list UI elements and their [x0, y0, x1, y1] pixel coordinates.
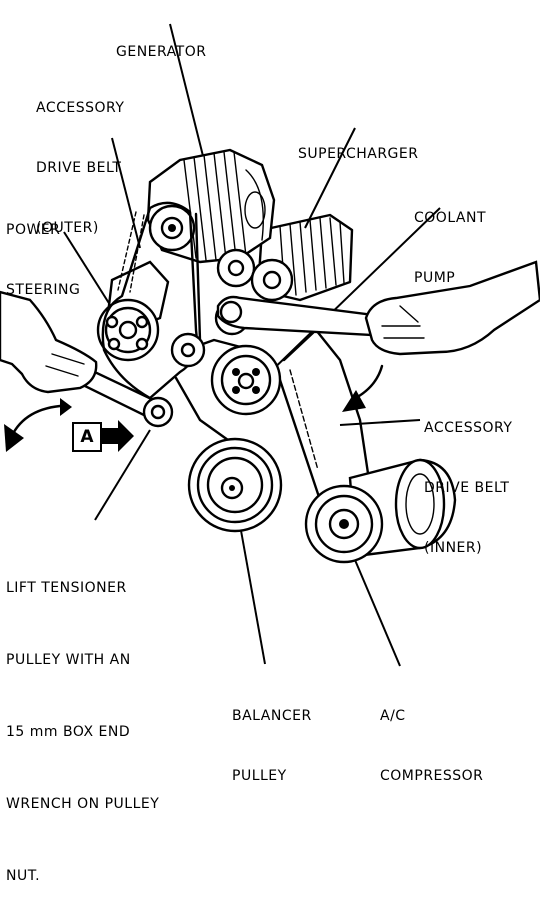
generator-unit	[146, 148, 276, 264]
label-balancer-line-1: BALANCER	[232, 708, 312, 724]
label-power-steering-line-2: STEERING	[6, 282, 81, 298]
label-balancer-line-2: PULLEY	[232, 768, 287, 784]
curved-arrow-left-icon	[4, 424, 24, 452]
label-tensioner-line-5: NUT.	[6, 868, 41, 884]
label-supercharger: SUPERCHARGER	[298, 104, 418, 184]
label-outer-line-2: DRIVE BELT	[36, 160, 122, 176]
label-accessory-drive-belt-outer: ACCESSORY DRIVE BELT (OUTER)	[36, 58, 124, 258]
curved-arrow-right-icon	[342, 390, 366, 412]
label-generator-line: GENERATOR	[116, 44, 207, 60]
label-ac-line-2: COMPRESSOR	[380, 768, 484, 784]
label-inner-line-1: ACCESSORY	[424, 420, 513, 436]
leader-balancer	[239, 524, 266, 665]
label-ac-line-1: A/C	[380, 708, 406, 724]
label-generator: GENERATOR	[116, 2, 206, 82]
coolant-pump-pulley	[210, 344, 282, 416]
leader-generator	[169, 23, 207, 169]
label-power-steering-line-1: POWER	[6, 222, 61, 238]
label-coolant-pump-line-1: COOLANT	[414, 210, 487, 226]
leader-outer-belt	[111, 137, 141, 249]
right-hand-wrench	[216, 260, 540, 356]
label-accessory-drive-belt-inner: ACCESSORY DRIVE BELT (INNER)	[424, 378, 512, 578]
power-steering-pump	[96, 260, 170, 362]
leader-lines	[63, 23, 441, 667]
leader-supercharger	[304, 127, 356, 229]
label-inner-line-3: (INNER)	[424, 540, 483, 556]
label-lift-tensioner: LIFT TENSIONER PULLEY WITH AN 15 mm BOX …	[6, 528, 159, 912]
ac-compressor	[304, 458, 457, 564]
label-tensioner-line-1: LIFT TENSIONER	[6, 580, 127, 596]
leader-ac-compressor	[354, 559, 401, 667]
label-coolant-pump-line-2: PUMP	[414, 270, 456, 286]
balancer-pulley	[187, 437, 283, 533]
label-supercharger-line: SUPERCHARGER	[298, 146, 419, 162]
label-balancer-pulley: BALANCER PULLEY	[232, 666, 312, 806]
leader-power-steering	[63, 231, 113, 309]
view-marker-a: A	[72, 422, 102, 452]
label-outer-line-1: ACCESSORY	[36, 100, 125, 116]
label-outer-line-3: (OUTER)	[36, 220, 99, 236]
tensioner-pulley	[170, 332, 206, 368]
label-tensioner-line-2: PULLEY WITH AN	[6, 652, 131, 668]
label-inner-line-2: DRIVE BELT	[424, 480, 510, 496]
label-power-steering: POWER STEERING	[6, 180, 80, 320]
label-coolant-pump: COOLANT PUMP	[414, 168, 486, 308]
view-direction-arrow-icon	[100, 420, 134, 452]
leader-inner-belt	[339, 419, 421, 426]
left-hand-wrench	[0, 290, 174, 428]
leader-tensioner	[94, 429, 151, 521]
label-ac-compressor: A/C COMPRESSOR	[380, 666, 483, 806]
label-tensioner-line-4: WRENCH ON PULLEY	[6, 796, 160, 812]
rotation-arrows	[4, 364, 384, 452]
belt-diagram-illustration	[0, 23, 540, 667]
label-tensioner-line-3: 15 mm BOX END	[6, 724, 131, 740]
